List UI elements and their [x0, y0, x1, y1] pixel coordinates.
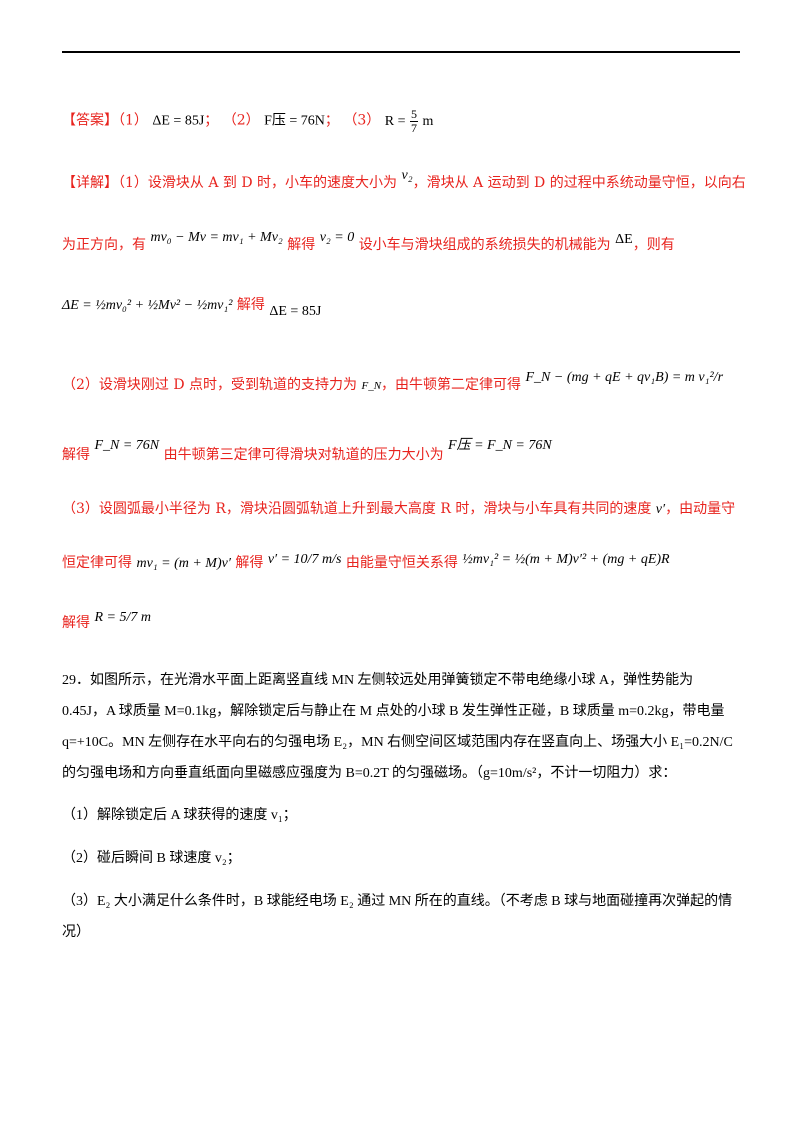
detail-2-line-2: 解得 F_N = 76N 由牛顿第三定律可得滑块对轨道的压力大小为 F压 = F…	[62, 438, 552, 465]
detail-1-text-e: 设小车与滑块组成的系统损失的机械能为	[358, 237, 611, 253]
detail-1-text-f: ，则有	[632, 237, 675, 253]
answer-sep-1: ；	[204, 112, 219, 129]
detail-3-text-b: ，由动量守	[665, 501, 736, 517]
question-line-4: 的匀强电场和方向垂直纸面向里磁感应强度为 B=0.2T 的匀强磁场。（g=10m…	[62, 766, 677, 781]
detail-3-vprime: v′	[655, 502, 666, 517]
detail-1-text-g: 解得	[236, 297, 265, 313]
detail-1-text-a: （1）设滑块从 A 到 D 时，小车的速度大小为	[118, 175, 398, 191]
detail-1-energy-eq: ΔE = ½mv₀² + ½Mv² − ½mv₁²	[62, 298, 233, 313]
detail-2-text-a: （2）设滑块刚过 D 点时，受到轨道的支持力为	[62, 377, 358, 393]
detail-1-result-v2: v₂ = 0	[319, 230, 355, 245]
detail-3-result-r: R = 5/7 m	[94, 610, 151, 625]
detail-2-result-fn: F_N = 76N	[94, 438, 160, 453]
detail-1-delta-e: ΔE	[615, 232, 633, 247]
question-sub-3b: 况）	[62, 925, 90, 940]
answer-sep-2: ；	[324, 112, 339, 129]
answer-part-3-label: （3）	[343, 112, 381, 129]
detail-1-momentum-eq: mv₀ − Mv = mv₁ + Mv₂	[150, 230, 283, 245]
question-sub-2: （2）碰后瞬间 B 球速度 v₂；	[62, 851, 241, 866]
answer-eq-3-unit: m	[422, 113, 434, 129]
detail-3-text-c: 恒定律可得	[62, 555, 132, 571]
answer-eq-3-num: 5	[409, 107, 418, 122]
question-line-3: q=+10C。MN 左侧存在水平向右的匀强电场 E₂，MN 右侧空间区域范围内存…	[62, 735, 733, 750]
detail-2-line-1: （2）设滑块刚过 D 点时，受到轨道的支持力为 F_N，由牛顿第二定律可得 F_…	[62, 370, 723, 395]
question-sub-1: （1）解除锁定后 A 球获得的速度 v₁；	[62, 808, 297, 823]
detail-3-text-a: （3）设圆弧最小半径为 R，滑块沿圆弧轨道上升到最大高度 R 时，滑块与小车具有…	[62, 501, 652, 517]
answer-eq-2: F压 = 76N	[264, 113, 325, 129]
question-sub-3a: （3）E₂ 大小满足什么条件时，B 球能经电场 E₂ 通过 MN 所在的直线。（…	[62, 894, 733, 909]
detail-3-line-3: 解得 R = 5/7 m	[62, 610, 151, 633]
answer-part-2-label: （2）	[222, 112, 260, 129]
detail-3-result-vprime: v′ = 10/7 m/s	[267, 552, 342, 567]
detail-3-text-e: 由能量守恒关系得	[345, 555, 458, 571]
detail-2-text-b: ，由牛顿第二定律可得	[381, 377, 522, 393]
detail-1-line-1: 【详解】（1）设滑块从 A 到 D 时，小车的速度大小为 v₂，滑块从 A 运动…	[62, 168, 746, 193]
answer-eq-1: ΔE = 85J	[152, 113, 205, 129]
detail-1-result-energy: ΔE = 85J	[269, 304, 322, 319]
header-rule	[62, 51, 740, 53]
answer-line: 【答案】（1） ΔE = 85J； （2） F压 = 76N； （3） R = …	[62, 108, 433, 135]
detail-3-text-d: 解得	[235, 555, 264, 571]
question-line-2: 0.45J，A 球质量 M=0.1kg，解除锁定后与静止在 M 点处的小球 B …	[62, 704, 725, 719]
detail-2-fn: F_N	[361, 380, 382, 392]
answer-eq-3-lhs: R =	[384, 113, 406, 129]
detail-2-text-c: 解得	[62, 447, 90, 463]
detail-1-text-c: 为正方向，有	[62, 237, 146, 253]
detail-2-result-pressure: F压 = F_N = 76N	[448, 438, 552, 453]
detail-3-line-1: （3）设圆弧最小半径为 R，滑块沿圆弧轨道上升到最大高度 R 时，滑块与小车具有…	[62, 500, 735, 519]
detail-3-line-2: 恒定律可得 mv₁ = (m + M)v′ 解得 v′ = 10/7 m/s 由…	[62, 552, 670, 573]
detail-1-line-2: 为正方向，有 mv₀ − Mv = mv₁ + Mv₂ 解得 v₂ = 0 设小…	[62, 230, 675, 255]
answer-label: 【答案】	[62, 112, 118, 129]
detail-3-energy-eq: ½mv₁² = ½(m + M)v′² + (mg + qE)R	[462, 552, 670, 567]
detail-1-text-d: 解得	[287, 237, 316, 253]
detail-3-momentum-eq: mv₁ = (m + M)v′	[136, 556, 231, 571]
detail-1-text-b: ，滑块从 A 运动到 D 的过程中系统动量守恒，以向右	[412, 175, 746, 191]
detail-label: 【详解】	[62, 175, 118, 191]
answer-eq-3-den: 7	[410, 121, 417, 135]
detail-3-text-f: 解得	[62, 615, 90, 631]
question-line-1: 29．如图所示，在光滑水平面上距离竖直线 MN 左侧较远处用弹簧锁定不带电绝缘小…	[62, 673, 694, 688]
detail-1-line-3: ΔE = ½mv₀² + ½Mv² − ½mv₁² 解得 ΔE = 85J	[62, 296, 321, 319]
detail-2-newton-eq: F_N − (mg + qE + qv₁B) = m v₁²/r	[525, 370, 724, 385]
answer-part-1-label: （1）	[118, 112, 148, 129]
detail-1-v2: v₂	[401, 168, 413, 183]
detail-2-text-d: 由牛顿第三定律可得滑块对轨道的压力大小为	[163, 447, 444, 463]
